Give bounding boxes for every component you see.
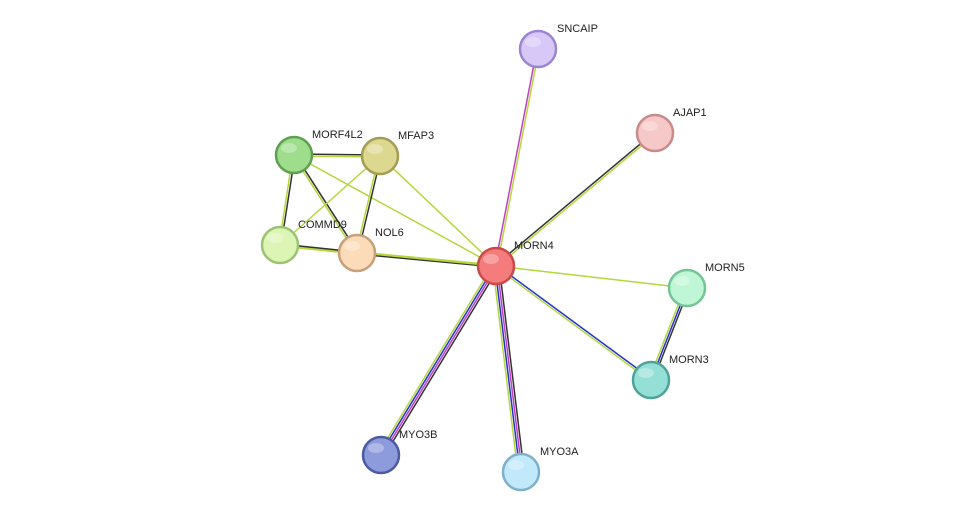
node-highlight: [674, 276, 690, 286]
edge-evidence-line: [377, 263, 494, 454]
node-morn5[interactable]: MORN5: [667, 262, 745, 308]
node-highlight: [642, 121, 658, 131]
edge-evidence-line: [293, 154, 497, 267]
node-label: MYO3A: [540, 446, 579, 458]
node-circle[interactable]: [631, 360, 671, 400]
edge-evidence-line: [381, 266, 498, 456]
edge-evidence-line: [494, 48, 538, 266]
edge-evidence-line: [496, 49, 540, 267]
edge-evidence-line: [494, 266, 521, 473]
edge-evidence-line: [495, 265, 688, 289]
edge-evidence-line: [279, 244, 497, 267]
node-label: MORN4: [514, 240, 554, 252]
edge-evidence-line: [492, 266, 519, 473]
edge-evidence-line: [356, 253, 496, 268]
node-morf4l2[interactable]: MORF4L2: [274, 129, 363, 175]
edge-morn4-myo3b: [377, 263, 500, 458]
node-label: SNCAIP: [557, 23, 598, 35]
node-ajap1[interactable]: AJAP1: [635, 107, 707, 153]
node-label: MORN3: [669, 354, 709, 366]
edge-morn4-ajap1: [494, 131, 657, 268]
edge-evidence-line: [379, 155, 497, 267]
node-circle[interactable]: [518, 29, 558, 69]
edge-evidence-line: [379, 265, 496, 455]
node-label: NOL6: [375, 227, 404, 239]
node-label: AJAP1: [673, 107, 707, 119]
node-nol6[interactable]: NOL6: [337, 227, 404, 273]
node-highlight: [344, 241, 360, 251]
edge-morn4-commd9: [279, 244, 497, 267]
node-myo3b[interactable]: MYO3B: [361, 429, 438, 475]
node-circle[interactable]: [337, 233, 377, 273]
node-morn3[interactable]: MORN3: [631, 354, 709, 400]
node-circle[interactable]: [260, 225, 300, 265]
edge-evidence-line: [496, 265, 523, 472]
edge-morn4-morf4l2: [293, 154, 497, 267]
edge-morn4-morn3: [494, 264, 653, 382]
node-highlight: [508, 460, 524, 470]
node-highlight: [638, 368, 654, 378]
node-circle[interactable]: [667, 268, 707, 308]
edge-evidence-line: [494, 131, 655, 266]
node-circle[interactable]: [501, 452, 541, 492]
node-highlight: [281, 143, 297, 153]
node-morn4[interactable]: MORN4: [476, 240, 554, 286]
node-circle[interactable]: [361, 435, 401, 475]
node-circle[interactable]: [635, 113, 675, 153]
node-highlight: [525, 37, 541, 47]
node-label: MORF4L2: [312, 129, 363, 141]
edge-morn4-sncaip: [494, 48, 540, 267]
node-circle[interactable]: [360, 136, 400, 176]
node-mfap3[interactable]: MFAP3: [360, 130, 434, 176]
edge-morn4-morn5: [495, 265, 688, 289]
node-label: MYO3B: [399, 429, 438, 441]
node-circle[interactable]: [274, 135, 314, 175]
node-commd9[interactable]: COMMD9: [260, 219, 347, 265]
edge-evidence-line: [279, 155, 381, 246]
edge-morn4-mfap3: [379, 155, 497, 267]
node-highlight: [367, 144, 383, 154]
node-label: COMMD9: [298, 219, 347, 231]
node-highlight: [368, 443, 384, 453]
edge-evidence-line: [498, 265, 525, 472]
edge-evidence-line: [494, 266, 651, 382]
edge-morn4-myo3a: [492, 265, 525, 473]
node-label: MORN5: [705, 262, 745, 274]
node-highlight: [267, 233, 283, 243]
edge-evidence-line: [496, 133, 657, 268]
node-circle[interactable]: [476, 246, 516, 286]
node-highlight: [483, 254, 499, 264]
edge-evidence-line: [496, 264, 653, 380]
node-sncaip[interactable]: SNCAIP: [518, 23, 598, 69]
edge-mfap3-commd9: [279, 155, 381, 246]
node-label: MFAP3: [398, 130, 434, 142]
node-myo3a[interactable]: MYO3A: [501, 446, 579, 492]
edge-evidence-line: [383, 267, 500, 458]
